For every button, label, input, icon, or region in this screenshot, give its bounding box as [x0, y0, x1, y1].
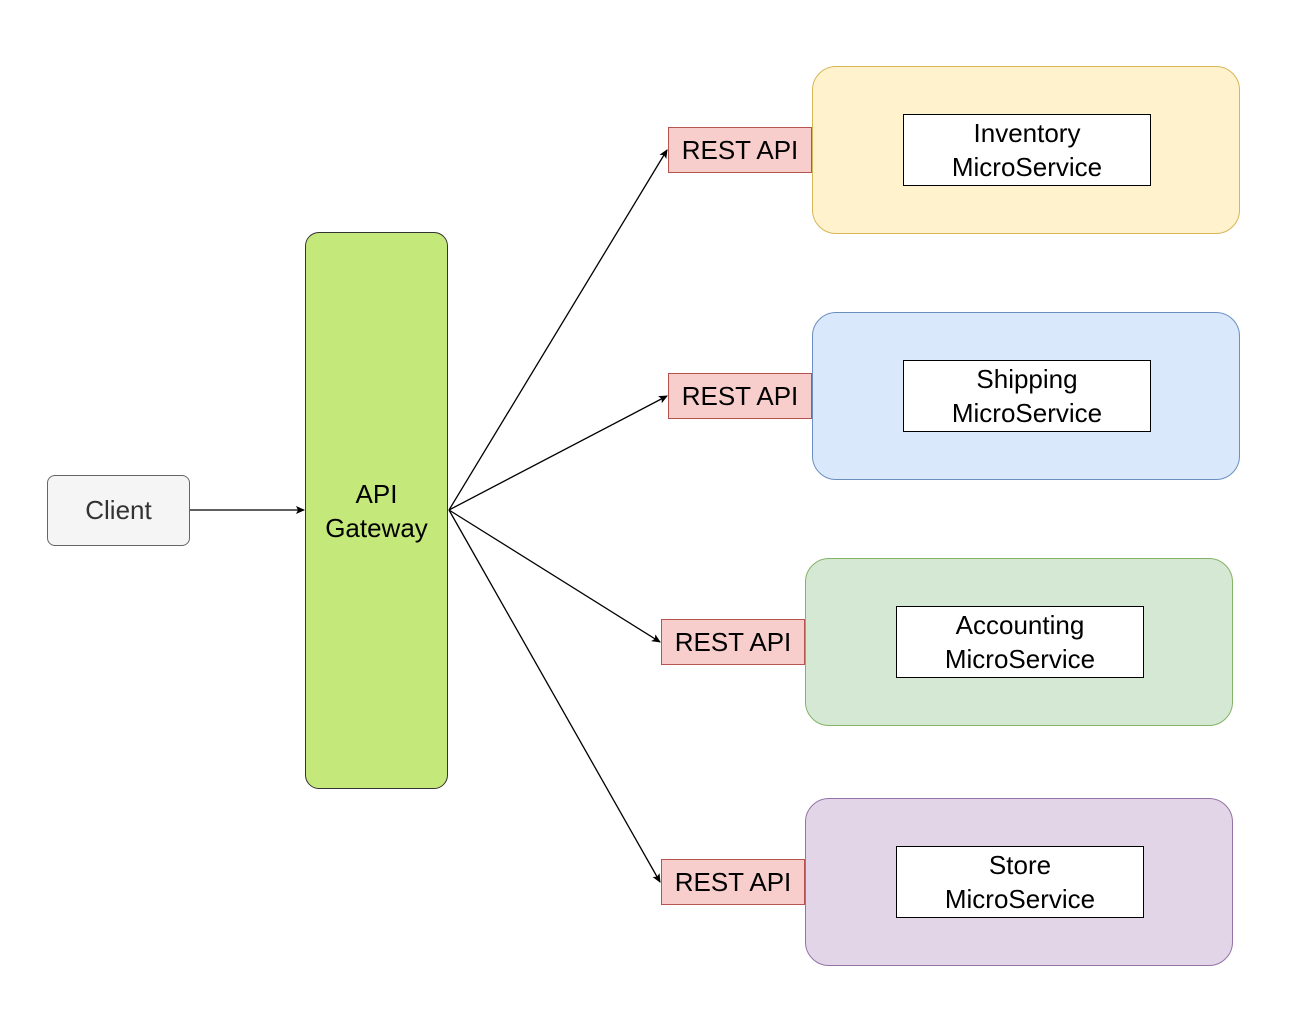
gateway-to-shipping-rest-arrow [448, 395, 668, 511]
accounting-microservice-box[interactable]: Accounting MicroService [896, 606, 1144, 678]
api-gateway-label: API Gateway [325, 478, 428, 543]
inventory-service-container[interactable]: Inventory MicroService [812, 66, 1240, 234]
inventory-rest-api[interactable]: REST API [668, 127, 812, 173]
shipping-service-container[interactable]: Shipping MicroService [812, 312, 1240, 480]
store-microservice-label: Store MicroService [944, 850, 1096, 914]
accounting-rest-api[interactable]: REST API [661, 619, 805, 665]
gateway-to-inventory-rest-arrow [448, 149, 668, 511]
shipping-rest-api[interactable]: REST API [668, 373, 812, 419]
inventory-microservice-label: Inventory MicroService [951, 118, 1103, 182]
inventory-microservice-box[interactable]: Inventory MicroService [903, 114, 1151, 186]
accounting-microservice-label: Accounting MicroService [944, 610, 1096, 674]
shipping-microservice-box[interactable]: Shipping MicroService [903, 360, 1151, 432]
api-gateway-node[interactable]: API Gateway [305, 232, 448, 789]
inventory-rest-api-label: REST API [681, 134, 799, 165]
accounting-rest-api-label: REST API [674, 626, 792, 657]
accounting-service-container[interactable]: Accounting MicroService [805, 558, 1233, 726]
store-microservice-box[interactable]: Store MicroService [896, 846, 1144, 918]
client-node[interactable]: Client [47, 475, 190, 546]
shipping-microservice-label: Shipping MicroService [951, 364, 1103, 428]
gateway-to-store-rest-arrow [448, 509, 661, 883]
store-rest-api[interactable]: REST API [661, 859, 805, 905]
store-service-container[interactable]: Store MicroService [805, 798, 1233, 966]
shipping-rest-api-label: REST API [681, 380, 799, 411]
store-rest-api-label: REST API [674, 866, 792, 897]
gateway-to-accounting-rest-arrow [448, 509, 661, 643]
client-label: Client [85, 495, 152, 525]
